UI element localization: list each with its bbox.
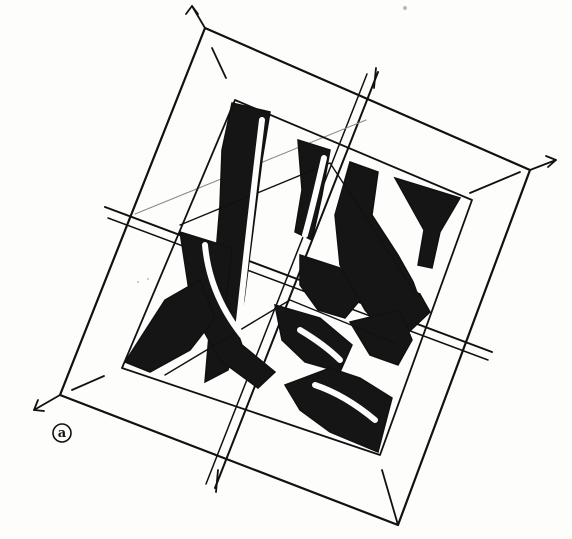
arrow-right-tick [470,172,520,193]
arrow-right [530,160,556,170]
shaded-band-bottom-right [285,368,392,452]
corner-label: a [53,424,71,442]
arrow-bottom-tick [382,470,398,525]
outer-frame [60,28,530,525]
arrow-bottom-left-tick [216,470,218,492]
corner-label-text: a [58,426,67,441]
shaded-band-top-center [295,140,330,240]
arrow-left-tick [72,376,104,390]
arrow-top-right-tick [374,68,376,88]
arrow-top-tick [212,48,226,78]
shaded-band-left [125,280,215,372]
